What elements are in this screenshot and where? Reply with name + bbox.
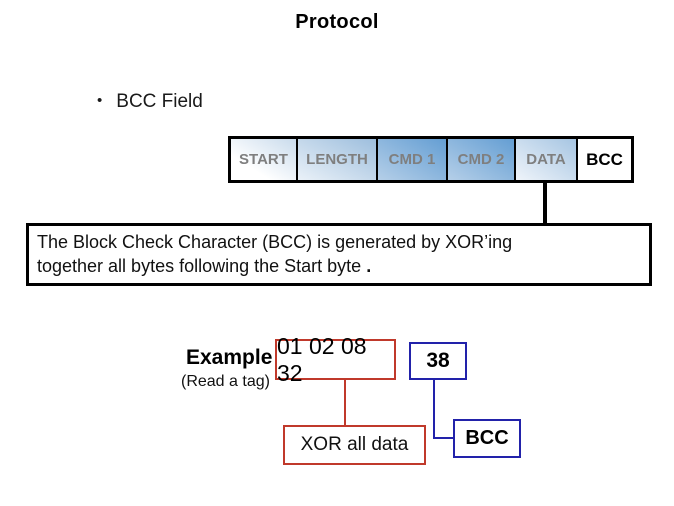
bullet-item-bcc-field: • BCC Field [97, 91, 203, 113]
example-sublabel: (Read a tag) [181, 373, 270, 390]
bcc-caption-box: BCC [453, 419, 521, 458]
description-line2-period: . [361, 256, 372, 277]
description-line1: The Block Check Character (BCC) is gener… [37, 232, 513, 252]
frame-cell-cmd1: CMD 1 [376, 139, 446, 180]
bullet-icon: • [97, 92, 103, 109]
example-bcc-value-box: 38 [409, 342, 467, 380]
example-data-bytes-box: 01 02 08 32 [275, 333, 396, 386]
frame-cell-cmd2: CMD 2 [446, 139, 514, 180]
frame-cell-bcc: BCC [576, 139, 631, 180]
bcc-connector-line-horizontal [433, 437, 455, 439]
bullet-label: BCC Field [116, 91, 203, 112]
xor-all-data-caption-box: XOR all data [283, 425, 426, 465]
packet-frame-diagram: START LENGTH CMD 1 CMD 2 DATA BCC [228, 136, 634, 183]
frame-cell-length: LENGTH [296, 139, 376, 180]
example-label: Example [186, 346, 273, 369]
frame-cell-data: DATA [514, 139, 576, 180]
data-bytes-connector-line [344, 380, 346, 425]
bcc-to-description-connector-line [543, 183, 547, 223]
bcc-description-box: The Block Check Character (BCC) is gener… [26, 223, 652, 286]
bcc-connector-line-vertical [433, 380, 435, 439]
description-line2: together all bytes following the Start b… [37, 256, 362, 277]
frame-cell-start: START [231, 139, 296, 180]
page-title: Protocol [295, 11, 379, 33]
